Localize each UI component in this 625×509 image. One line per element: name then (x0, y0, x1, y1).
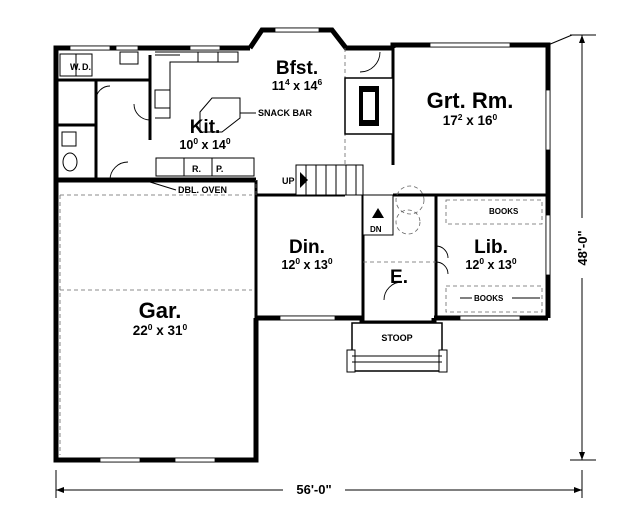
books-top-label: BOOKS (489, 207, 519, 216)
kitchen-name: Kit. (190, 117, 221, 138)
garage-name: Gar. (139, 298, 182, 323)
up-label: UP (282, 176, 295, 186)
dbl-oven-label: DBL. OVEN (178, 185, 227, 195)
pantry-label: P. (216, 164, 223, 174)
fireplace-icon (344, 77, 394, 135)
great-room-size: 172 x 160 (443, 112, 498, 128)
refrigerator-label: R. (192, 164, 201, 174)
bookshelves (445, 199, 543, 313)
dryer-label: D. (82, 62, 91, 72)
dimension-lines (55, 34, 596, 499)
books-bottom-label: BOOKS (474, 294, 504, 303)
snack-bar-label: SNACK BAR (258, 108, 313, 118)
breakfast-size: 114 x 146 (272, 77, 323, 93)
washer-label: W. (70, 62, 81, 72)
stoop (346, 322, 448, 373)
stoop-label: STOOP (381, 333, 412, 343)
doors (95, 51, 449, 301)
stairs (295, 164, 394, 236)
library-size: 120 x 130 (465, 256, 516, 272)
great-room-name: Grt. Rm. (427, 88, 514, 113)
library-name: Lib. (474, 237, 508, 258)
overall-depth: 48'-0" (575, 230, 590, 265)
overall-width: 56'-0" (296, 482, 331, 497)
fixtures (59, 51, 255, 177)
dining-name: Din. (289, 237, 325, 258)
breakfast-name: Bfst. (276, 58, 318, 79)
dining-size: 120 x 130 (281, 256, 332, 272)
down-label: DN (370, 225, 382, 234)
windows (69, 27, 551, 463)
garage-size: 220 x 310 (133, 322, 188, 338)
entry-name: E. (390, 267, 408, 288)
kitchen-size: 100 x 140 (179, 136, 230, 152)
snack-bar (199, 97, 241, 133)
